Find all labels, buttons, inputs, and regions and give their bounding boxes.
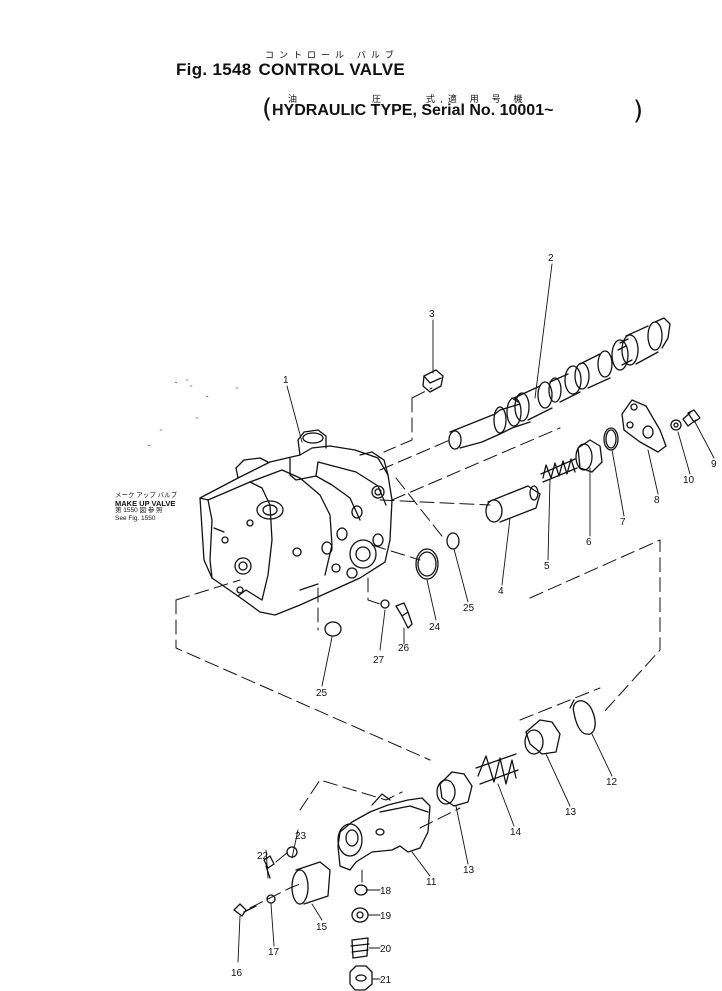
valve-body — [199, 429, 393, 616]
title-block: コントロール バルブ Fig. 1548 CONTROL VALVE 油 圧 式,… — [0, 0, 722, 140]
part-number-5: 5 — [544, 561, 550, 572]
makeup-note-label: MAKE UP VALVE — [115, 498, 176, 508]
part-number-1: 1 — [283, 375, 289, 386]
part-number-15: 15 — [316, 922, 328, 933]
part-number-23: 23 — [295, 831, 307, 842]
part-number-25-lower: 25 — [316, 688, 328, 699]
oring-part-25-upper — [446, 532, 460, 550]
plug-part-21 — [349, 965, 373, 991]
part-number-12: 12 — [606, 777, 618, 788]
part-number-24: 24 — [429, 622, 441, 633]
open-parenthesis: ( — [262, 94, 273, 124]
part-number-21: 21 — [380, 975, 392, 986]
makeup-valve-note: メーク アップ バルブ MAKE UP VALVE 第 1550 図 参 照 S… — [115, 492, 205, 522]
part-number-2: 2 — [548, 253, 554, 264]
piston-part-4 — [485, 485, 541, 523]
close-parenthesis: ) — [633, 96, 644, 126]
part-number-19: 19 — [380, 911, 392, 922]
cap-part-13-left — [436, 771, 473, 807]
part-number-3: 3 — [429, 309, 435, 320]
part-number-13-right: 13 — [565, 807, 577, 818]
part-number-25-upper: 25 — [463, 603, 475, 614]
washer-part-17 — [266, 894, 276, 904]
spring-part-5 — [540, 458, 578, 483]
makeup-note-japanese-ref: 第 1550 図 参 照 — [115, 507, 163, 514]
leader-lines — [237, 263, 715, 980]
part-number-9: 9 — [711, 459, 717, 470]
seat-part-19 — [351, 907, 369, 923]
part-number-6: 6 — [586, 537, 592, 548]
part-number-4: 4 — [498, 586, 504, 597]
part-number-27: 27 — [373, 655, 385, 666]
japanese-title: コントロール バルブ — [265, 51, 399, 61]
part-number-11: 11 — [426, 877, 437, 888]
cap-part-13-right — [524, 719, 561, 755]
part-number-16: 16 — [231, 968, 243, 979]
japanese-subtitle-part-3: 式,適 用 号 機 — [426, 95, 528, 105]
ball-part-18 — [354, 884, 368, 896]
figure-number: Fig. 1548 — [176, 60, 252, 79]
part-number-8: 8 — [654, 495, 660, 506]
plug-part-3 — [422, 369, 444, 393]
part-number-labels: 1 2 3 4 5 6 7 8 9 10 11 12 13 13 14 15 1… — [231, 253, 717, 986]
makeup-note-japanese: メーク アップ バルブ — [115, 492, 178, 499]
assembly-lines — [175, 387, 661, 909]
oring-part-25-lower — [324, 621, 342, 637]
cover-part-8 — [621, 399, 667, 453]
pin-part-15 — [291, 861, 331, 905]
part-number-7: 7 — [620, 517, 626, 528]
scan-specks — [147, 379, 239, 447]
figure-title: Fig. 1548 CONTROL VALVE — [176, 60, 412, 80]
oring-part-7 — [603, 427, 619, 451]
washer-part-23 — [286, 846, 298, 858]
part-number-13-left: 13 — [463, 865, 475, 876]
seat-part-6 — [575, 439, 603, 473]
part-number-10: 10 — [683, 475, 695, 486]
spring-part-20 — [350, 937, 370, 959]
part-number-22: 22 — [257, 851, 269, 862]
bolt-part-16 — [233, 903, 257, 917]
oring-part-24 — [415, 548, 439, 580]
bolt-part-9 — [682, 409, 701, 427]
makeup-note-ref: See Fig. 1550 — [115, 514, 156, 522]
part-number-20: 20 — [380, 944, 392, 955]
washer-part-27 — [380, 599, 390, 609]
part-number-17: 17 — [268, 947, 280, 958]
part-number-26: 26 — [398, 643, 410, 654]
spring-part-14 — [475, 753, 519, 785]
part-number-18: 18 — [380, 886, 392, 897]
lever-part-11 — [337, 793, 431, 871]
bolt-part-26 — [395, 602, 413, 629]
subtitle: HYDRAULIC TYPE, Serial No. 10001~ — [272, 102, 554, 119]
washer-part-10 — [670, 419, 682, 431]
part-number-14: 14 — [510, 827, 522, 838]
japanese-subtitle-part-1: 油 — [288, 95, 303, 105]
spool — [448, 317, 671, 450]
snap-ring-part-12 — [569, 699, 596, 735]
figure-name: CONTROL VALVE — [258, 60, 405, 79]
japanese-subtitle-part-2: 圧 — [372, 95, 387, 105]
